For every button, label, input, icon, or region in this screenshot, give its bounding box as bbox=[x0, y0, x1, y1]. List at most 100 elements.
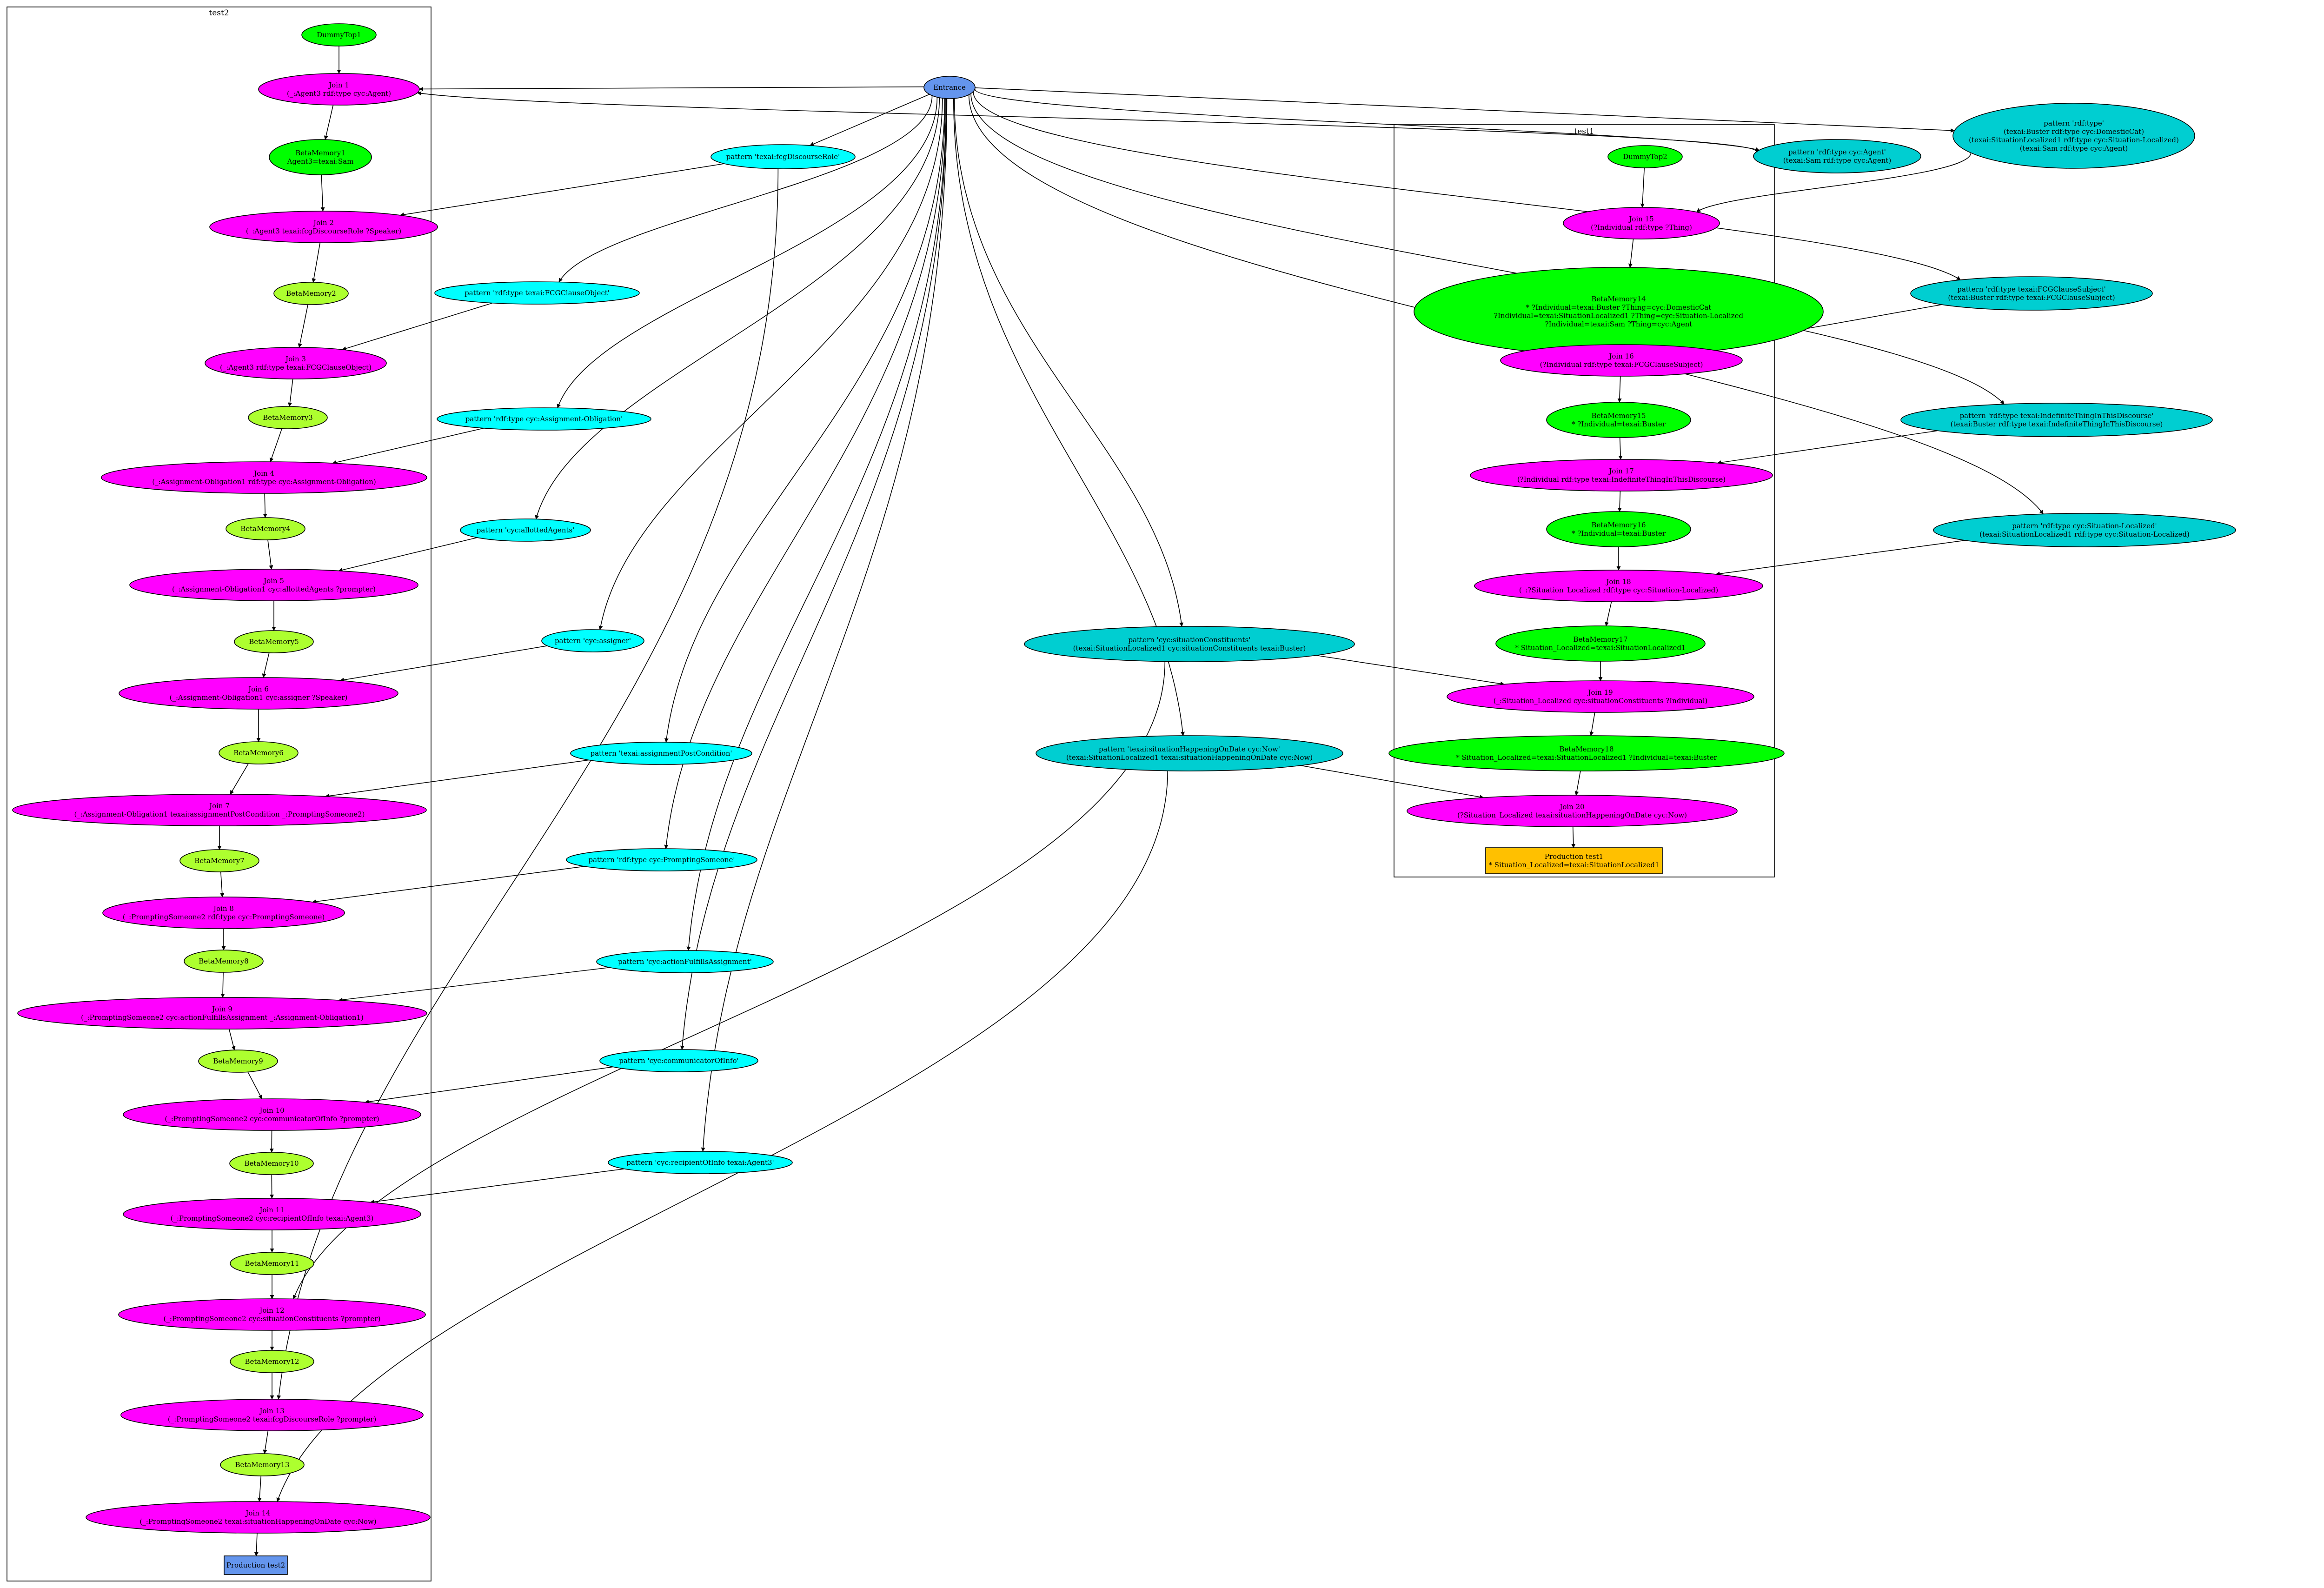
node-label-join-9: (_:PromptingSomeone2 cyc:actionFulfillsA… bbox=[81, 1013, 364, 1022]
node-label-beta-memory-18: BetaMemory18 bbox=[1559, 745, 1614, 753]
node-join-18: Join 18(_:?Situation_Localized rdf:type … bbox=[1474, 570, 1763, 602]
node-shape-beta-memory-7 bbox=[179, 849, 259, 872]
node-pattern-recipient: pattern 'cyc:recipientOfInfo texai:Agent… bbox=[608, 1151, 793, 1174]
edge-entrance-to-pattern-post-condition bbox=[664, 98, 945, 743]
node-shape-pattern-recipient bbox=[608, 1151, 793, 1174]
node-label-join-19: Join 19 bbox=[1587, 688, 1613, 697]
node-label-join-11: (_:PromptingSomeone2 cyc:recipientOfInfo… bbox=[171, 1214, 374, 1223]
edges-layer bbox=[217, 46, 2044, 1556]
node-production-test2: Production test2 bbox=[224, 1555, 288, 1575]
node-label-pattern-rdf-type: (texai:Buster rdf:type cyc:DomesticCat) bbox=[2004, 127, 2144, 136]
node-dummy-top-2: DummyTop2 bbox=[1607, 145, 1683, 168]
node-label-beta-memory-13: BetaMemory13 bbox=[235, 1461, 289, 1469]
node-beta-memory-4: BetaMemory4 bbox=[226, 517, 305, 540]
edge-dummy-top-2-to-join-15 bbox=[1640, 167, 1645, 208]
edge-pattern-situation-constituents-to-join-12 bbox=[292, 661, 1166, 1300]
node-label-join-3: (_:Agent3 rdf:type texai:FCGClauseObject… bbox=[220, 363, 372, 372]
node-join-6: Join 6(_:Assignment-Obligation1 cyc:assi… bbox=[119, 677, 398, 710]
node-label-pattern-rdf-type: (texai:SituationLocalized1 rdf:type cyc:… bbox=[1969, 136, 2179, 144]
node-label-join-4: (_:Assignment-Obligation1 rdf:type cyc:A… bbox=[152, 478, 376, 486]
edge-entrance-to-pattern-communicator bbox=[680, 98, 947, 1050]
edge-join-20-to-production-test1 bbox=[1571, 826, 1576, 848]
node-join-20: Join 20(?Situation_Localized texai:situa… bbox=[1407, 795, 1738, 827]
node-label-join-20: (?Situation_Localized texai:situationHap… bbox=[1457, 811, 1687, 819]
node-shape-beta-memory-11 bbox=[230, 1252, 314, 1275]
edge-pattern-recipient-to-join-11 bbox=[370, 1168, 625, 1204]
node-shape-join-10 bbox=[123, 1098, 421, 1131]
edge-entrance-to-pattern-assignment-obligation bbox=[557, 97, 938, 409]
node-label-pattern-happening-on-date: pattern 'texai:situationHappeningOnDate … bbox=[1099, 745, 1280, 753]
node-label-join-16: (?Individual rdf:type texai:FCGClauseSub… bbox=[1540, 360, 1703, 369]
node-shape-beta-memory-9 bbox=[198, 1050, 278, 1073]
node-label-beta-memory-15: BetaMemory15 bbox=[1591, 412, 1646, 420]
node-shape-join-14 bbox=[86, 1501, 431, 1534]
node-shape-join-3 bbox=[205, 347, 387, 379]
node-shape-join-1 bbox=[258, 73, 420, 106]
node-label-join-2: (_:Agent3 texai:fcgDiscourseRole ?Speake… bbox=[246, 227, 401, 235]
node-pattern-post-condition: pattern 'texai:assignmentPostCondition' bbox=[570, 742, 752, 765]
node-shape-pattern-rdf-type bbox=[1952, 103, 2195, 169]
node-label-join-7: (_:Assignment-Obligation1 texai:assignme… bbox=[74, 810, 365, 818]
node-label-pattern-rdf-type-agent: (texai:Sam rdf:type cyc:Agent) bbox=[1783, 156, 1892, 165]
node-label-beta-memory-16: * ?Individual=texai:Buster bbox=[1572, 529, 1666, 538]
node-beta-memory-15: BetaMemory15* ?Individual=texai:Buster bbox=[1546, 402, 1691, 438]
node-join-15: Join 15(?Individual rdf:type ?Thing) bbox=[1563, 207, 1720, 239]
node-pattern-happening-on-date: pattern 'texai:situationHappeningOnDate … bbox=[1036, 735, 1343, 771]
node-label-pattern-assignment-obligation: pattern 'rdf:type cyc:Assignment-Obligat… bbox=[465, 415, 623, 423]
node-pattern-situation-localized: pattern 'rdf:type cyc:Situation-Localize… bbox=[1933, 513, 2236, 547]
edge-pattern-indefinite-thing-to-join-17 bbox=[1717, 430, 1938, 465]
edge-entrance-to-pattern-rdf-type bbox=[975, 87, 1955, 133]
node-label-pattern-indefinite-thing: (texai:Buster rdf:type texai:IndefiniteT… bbox=[1951, 420, 2163, 428]
node-label-join-10: (_:PromptingSomeone2 cyc:communicatorOfI… bbox=[165, 1115, 379, 1123]
node-label-pattern-fcg-clause-subject: pattern 'rdf:type texai:FCGClauseSubject… bbox=[1957, 285, 2105, 293]
edge-pattern-happening-on-date-to-join-20 bbox=[1301, 765, 1484, 799]
node-pattern-discourse-role: pattern 'texai:fcgDiscourseRole' bbox=[710, 144, 856, 169]
node-label-pattern-situation-localized: pattern 'rdf:type cyc:Situation-Localize… bbox=[2012, 522, 2157, 530]
edge-pattern-action-fulfills-to-join-9 bbox=[338, 967, 610, 1002]
node-label-beta-memory-14: BetaMemory14 bbox=[1591, 295, 1646, 303]
node-pattern-allotted-agents: pattern 'cyc:allottedAgents' bbox=[460, 518, 591, 542]
edge-beta-memory-1-to-join-2 bbox=[320, 174, 325, 212]
node-label-pattern-discourse-role: pattern 'texai:fcgDiscourseRole' bbox=[726, 153, 840, 161]
node-beta-memory-5: BetaMemory5 bbox=[234, 630, 314, 653]
node-label-pattern-post-condition: pattern 'texai:assignmentPostCondition' bbox=[591, 749, 732, 757]
node-join-11: Join 11(_:PromptingSomeone2 cyc:recipien… bbox=[123, 1198, 421, 1230]
node-dummy-top-1: DummyTop1 bbox=[301, 23, 377, 47]
node-shape-dummy-top-1 bbox=[301, 23, 377, 47]
node-label-join-14: (_:PromptingSomeone2 texai:situationHapp… bbox=[139, 1517, 376, 1526]
node-label-pattern-rdf-type-agent: pattern 'rdf:type cyc:Agent' bbox=[1788, 148, 1886, 156]
node-pattern-rdf-type: pattern 'rdf:type'(texai:Buster rdf:type… bbox=[1952, 103, 2195, 169]
node-label-join-7: Join 7 bbox=[208, 802, 230, 810]
edge-entrance-to-pattern-allotted-agents bbox=[535, 98, 940, 520]
node-label-join-9: Join 9 bbox=[211, 1005, 232, 1013]
node-shape-pattern-rdf-type-agent bbox=[1753, 139, 1921, 173]
edge-beta-memory-2-to-join-3 bbox=[298, 304, 308, 348]
node-pattern-situation-constituents: pattern 'cyc:situationConstituents'(texa… bbox=[1024, 626, 1355, 662]
node-shape-production-test2 bbox=[224, 1555, 288, 1575]
edge-entrance-to-pattern-prompting-someone bbox=[664, 98, 946, 849]
node-label-join-1: (_:Agent3 rdf:type cyc:Agent) bbox=[287, 89, 391, 98]
node-shape-pattern-situation-localized bbox=[1933, 513, 2236, 547]
node-label-beta-memory-1: Agent3=texai:Sam bbox=[287, 157, 354, 166]
node-pattern-assignment-obligation: pattern 'rdf:type cyc:Assignment-Obligat… bbox=[437, 407, 651, 431]
node-label-beta-memory-17: BetaMemory17 bbox=[1573, 635, 1627, 644]
node-beta-memory-11: BetaMemory11 bbox=[230, 1252, 314, 1275]
node-shape-beta-memory-1 bbox=[269, 139, 372, 175]
edge-join-3-to-beta-memory-3 bbox=[288, 379, 293, 407]
cluster-label-test2: test2 bbox=[209, 8, 229, 18]
node-beta-memory-9: BetaMemory9 bbox=[198, 1050, 278, 1073]
node-shape-join-16 bbox=[1500, 344, 1743, 377]
node-label-join-8: (_:PromptingSomeone2 rdf:type cyc:Prompt… bbox=[123, 913, 325, 921]
node-label-pattern-prompting-someone: pattern 'rdf:type cyc:PromptingSomeone' bbox=[589, 856, 735, 864]
node-label-join-5: (_:Assignment-Obligation1 cyc:allottedAg… bbox=[172, 585, 376, 593]
node-label-beta-memory-14: ?Individual=texai:SituationLocalized1 ?T… bbox=[1494, 312, 1744, 320]
edge-beta-memory-18-to-join-20 bbox=[1574, 771, 1581, 796]
node-label-pattern-happening-on-date: (texai:SituationLocalized1 texai:situati… bbox=[1066, 753, 1313, 762]
node-join-12: Join 12(_:PromptingSomeone2 cyc:situatio… bbox=[118, 1298, 426, 1331]
node-label-entrance: Entrance bbox=[933, 83, 966, 92]
edge-pattern-situation-constituents-to-join-19 bbox=[1316, 655, 1505, 686]
node-shape-join-5 bbox=[129, 569, 418, 601]
edge-join-19-to-beta-memory-18 bbox=[1589, 712, 1595, 736]
node-shape-pattern-fcg-clause-object bbox=[434, 281, 640, 305]
